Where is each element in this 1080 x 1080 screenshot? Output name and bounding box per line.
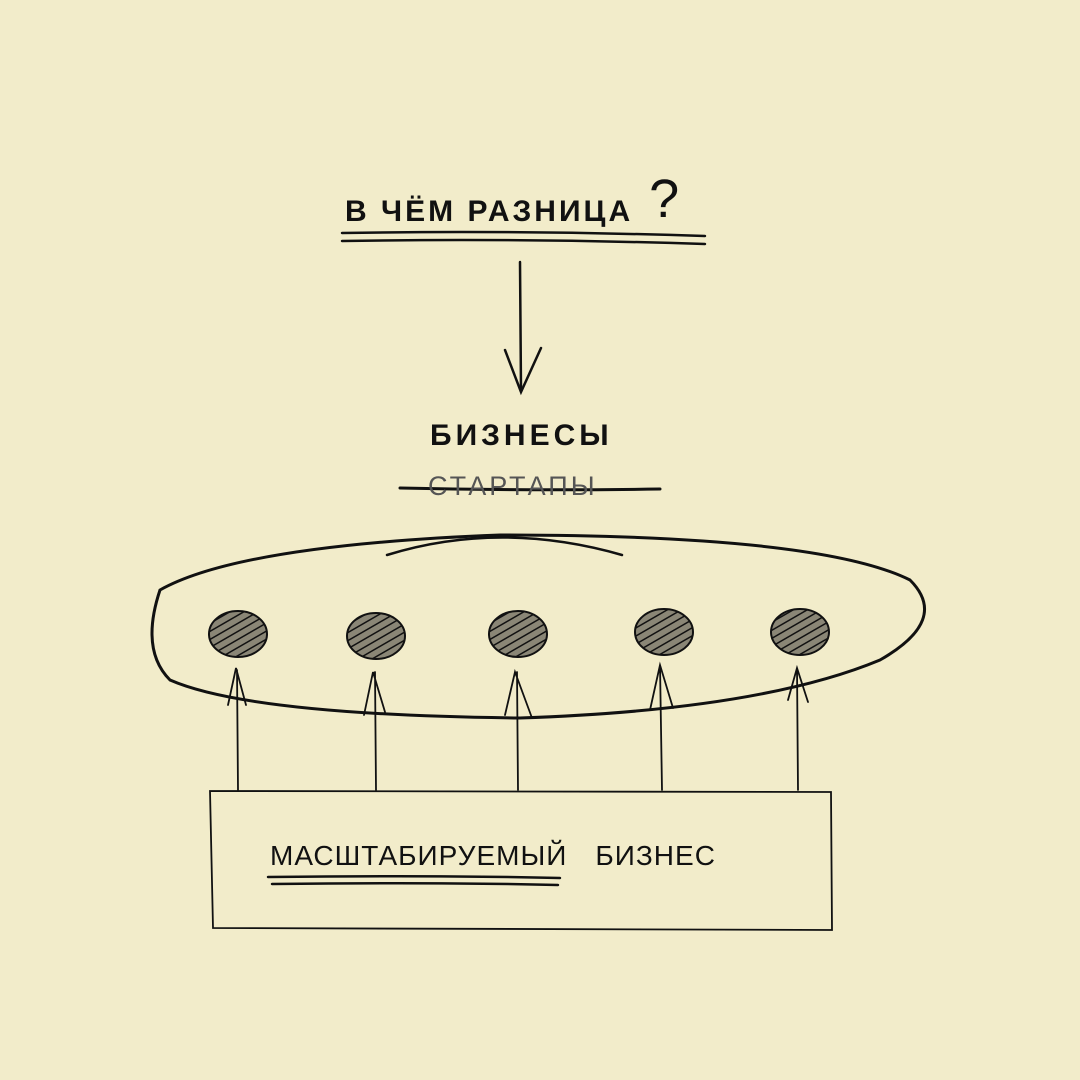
business-node bbox=[634, 608, 694, 656]
question-mark: ? bbox=[649, 169, 680, 229]
title-row: В ЧЁМ РАЗНИЦА ? bbox=[345, 150, 679, 232]
title: В ЧЁМ РАЗНИЦА bbox=[345, 195, 634, 228]
business-nodes bbox=[208, 608, 830, 660]
box-text-underline bbox=[266, 874, 562, 887]
business-node bbox=[208, 610, 268, 658]
business-node bbox=[488, 610, 548, 658]
label-startups-crossed: СТАРТАПЫ bbox=[428, 471, 598, 501]
box-text-row: МАСШТАБИРУЕМЫЙ БИЗНЕС bbox=[270, 838, 716, 874]
box-text-business: БИЗНЕС bbox=[595, 840, 716, 871]
up-arrows bbox=[227, 661, 809, 791]
business-node bbox=[346, 612, 406, 660]
business-node bbox=[770, 608, 830, 656]
group-ellipse bbox=[150, 533, 927, 720]
label-businesses: БИЗНЕСЫ bbox=[430, 419, 613, 452]
title-underline bbox=[340, 230, 707, 246]
box-text-scalable: МАСШТАБИРУЕМЫЙ bbox=[270, 840, 568, 871]
strikethrough-line bbox=[398, 486, 662, 492]
cross-mark bbox=[385, 536, 624, 557]
scalable-business-box bbox=[209, 790, 833, 931]
down-arrow bbox=[503, 260, 543, 396]
